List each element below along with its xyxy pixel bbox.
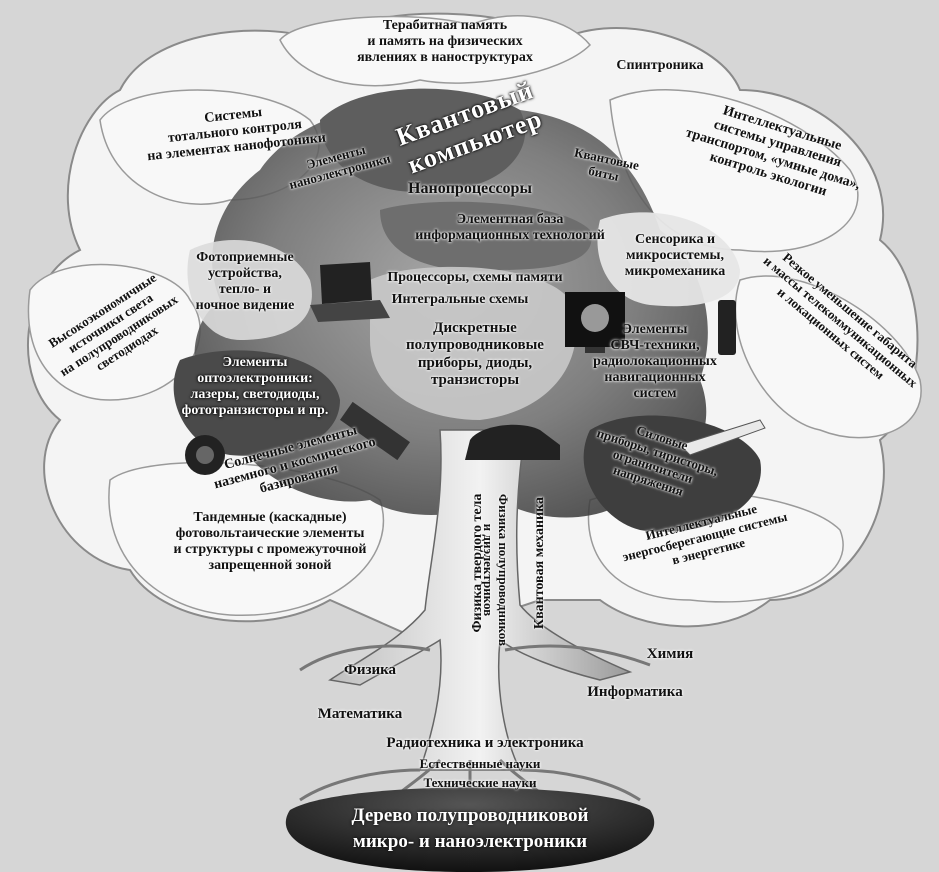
label-discrete-devices: Дискретные полупроводниковые приборы, ди… — [385, 320, 565, 389]
label-uhf-elements: Элементы СВЧ-техники, радиолокационных н… — [580, 322, 730, 402]
label-sensorics: Сенсорика и микросистемы, микромеханика — [610, 232, 740, 280]
label-processors-memory: Процессоры, схемы памяти — [360, 270, 590, 286]
label-element-base: Элементная база информационных технологи… — [410, 212, 610, 244]
trunk-label-quantum-mechanics: Квантовая механика — [532, 463, 548, 663]
root-label-physics: Физика — [320, 662, 420, 679]
trunk-label-semiconductors: Физика полупроводников и диэлектриков — [480, 470, 510, 670]
label-integrated-circuits: Интегральные схемы — [360, 292, 560, 308]
root-label-radio-electronics: Радиотехника и электроника — [360, 735, 610, 752]
root-label-technical-sciences: Технические науки — [400, 776, 560, 791]
badge-title-line1: Дерево полупроводниковой — [300, 806, 640, 827]
label-tandem-elements: Тандемные (каскадные) фотовольтаические … — [145, 510, 395, 574]
title-badge — [286, 788, 654, 872]
root-label-informatics: Информатика — [565, 684, 705, 701]
root-label-chemistry: Химия — [630, 646, 710, 663]
root-label-natural-sciences: Естественные науки — [400, 757, 560, 772]
badge-title-line2: микро- и наноэлектроники — [300, 832, 640, 853]
label-spintronics: Спинтроника — [600, 58, 720, 74]
label-optoelectronics: Элементы оптоэлектроники: лазеры, светод… — [170, 355, 340, 419]
label-terabit-memory: Терабитная память и память на физических… — [330, 18, 560, 66]
label-nanoprocessors: Нанопроцессоры — [395, 180, 545, 198]
root-label-mathematics: Математика — [300, 706, 420, 723]
